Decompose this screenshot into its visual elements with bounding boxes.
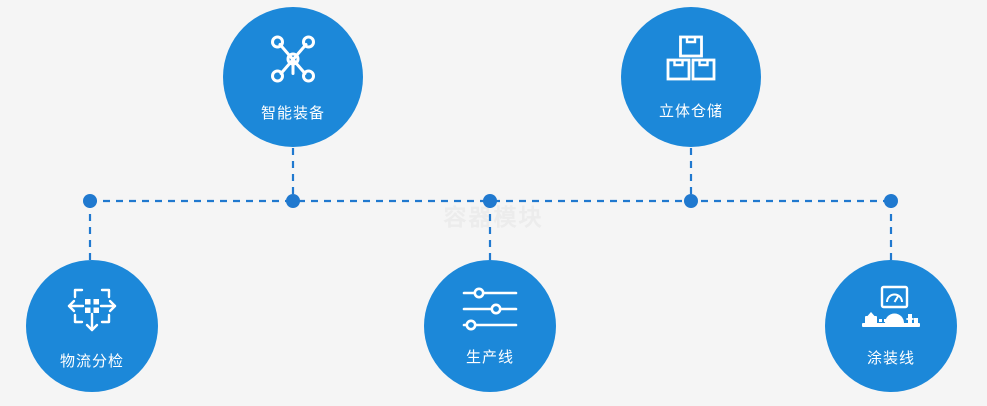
sliders-icon xyxy=(461,286,519,332)
node-dot-1[interactable] xyxy=(83,194,97,208)
node-dot-3[interactable] xyxy=(483,194,497,208)
node-label-intelligent-equipment: 智能装备 xyxy=(260,104,325,122)
node-dot-5[interactable] xyxy=(884,194,898,208)
node-label-production-line: 生产线 xyxy=(465,348,514,366)
factory-monitor-icon xyxy=(860,285,922,333)
node-painting-line[interactable]: 涂装线 xyxy=(825,260,957,392)
watermark-text: 容器模块 xyxy=(443,204,544,230)
node-stereoscopic-warehouse[interactable]: 立体仓储 xyxy=(621,7,761,147)
network-nodes-icon xyxy=(266,32,320,86)
node-label-painting-line: 涂装线 xyxy=(866,349,915,367)
node-dot-4[interactable] xyxy=(684,194,698,208)
node-label-logistics-sorting: 物流分检 xyxy=(59,352,124,370)
node-intelligent-equipment[interactable]: 智能装备 xyxy=(223,7,363,147)
stacked-boxes-icon xyxy=(664,34,718,84)
sorting-arrows-icon xyxy=(65,282,119,336)
node-dot-2[interactable] xyxy=(286,194,300,208)
node-production-line[interactable]: 生产线 xyxy=(424,260,556,392)
node-logistics-sorting[interactable]: 物流分检 xyxy=(26,260,158,392)
node-label-stereoscopic-warehouse: 立体仓储 xyxy=(658,102,723,120)
